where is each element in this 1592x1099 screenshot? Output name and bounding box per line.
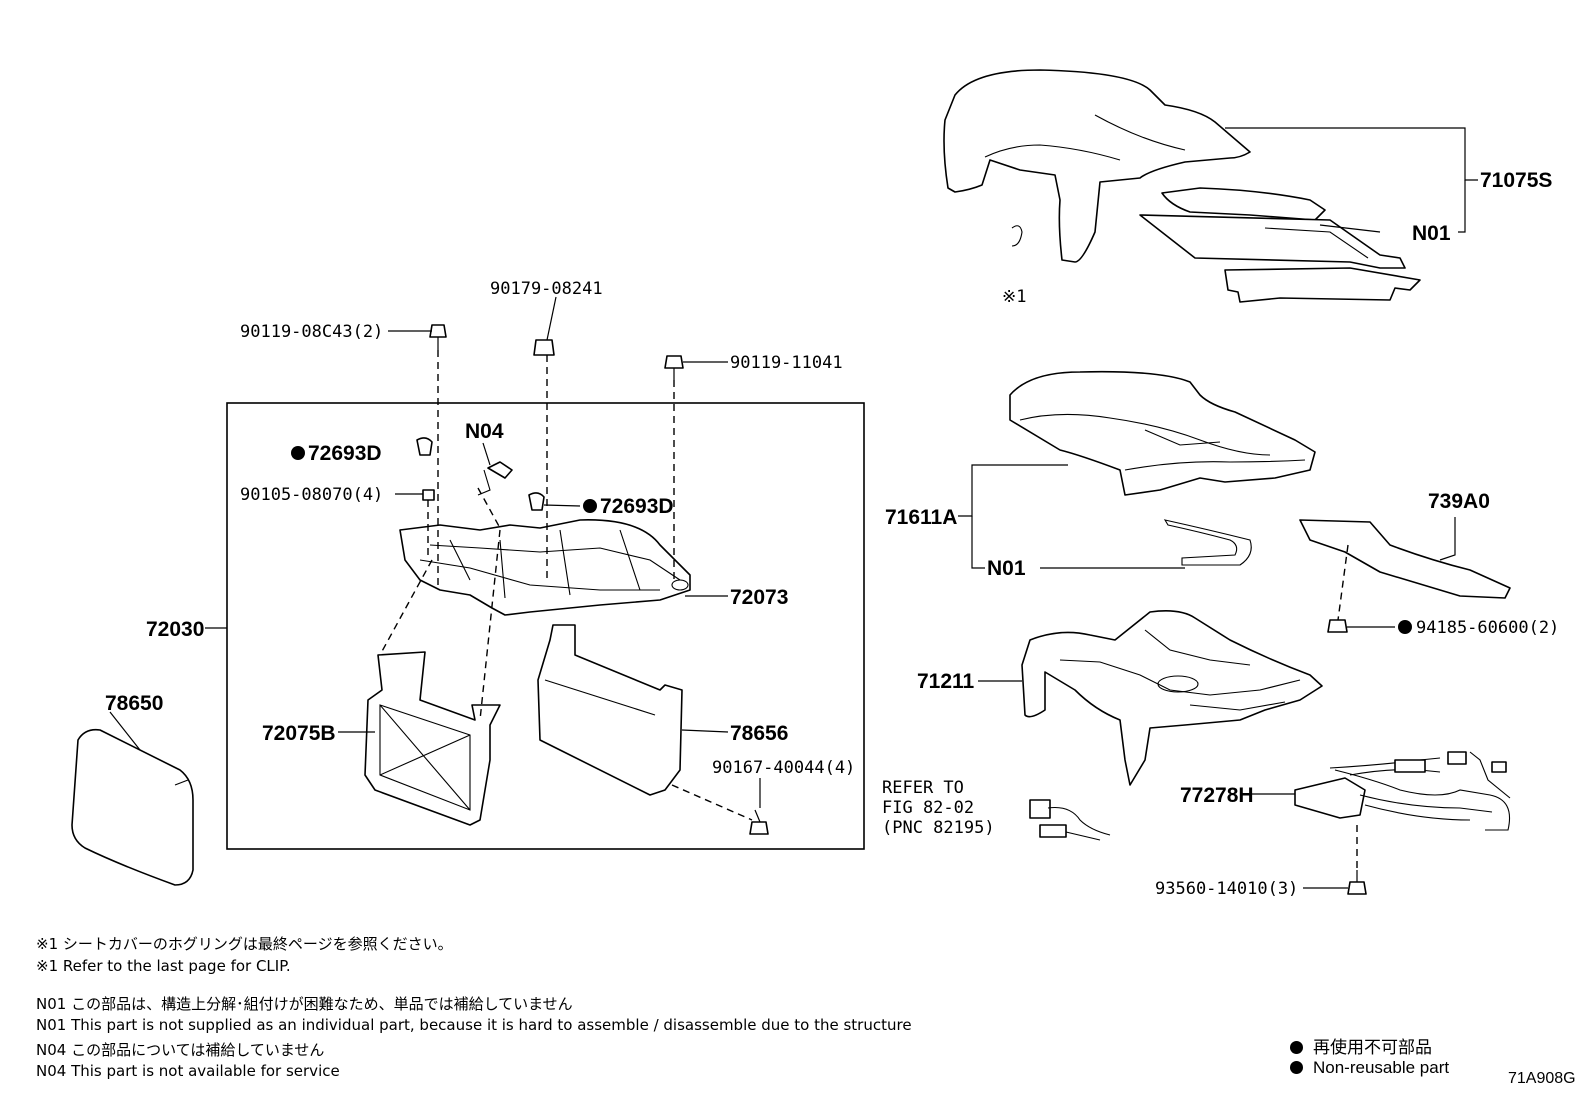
label-N04: N04 bbox=[465, 420, 504, 443]
cover-78656-drawing bbox=[537, 624, 683, 796]
fasteners bbox=[416, 324, 1367, 895]
label-71611A[interactable]: 71611A bbox=[885, 506, 957, 529]
sub-harness-drawing bbox=[1029, 799, 1111, 841]
non-reusable-dot bbox=[1398, 620, 1412, 634]
label-739A0[interactable]: 739A0 bbox=[1428, 490, 1490, 513]
label-72693D-b[interactable]: 72693D bbox=[600, 495, 674, 518]
label-90167-40044[interactable]: 90167-40044(4) bbox=[712, 758, 855, 778]
label-N01-cover: N01 bbox=[1412, 222, 1451, 245]
label-72073[interactable]: 72073 bbox=[730, 586, 788, 609]
legend-en: Non-reusable part bbox=[1290, 1058, 1449, 1078]
label-72075B[interactable]: 72075B bbox=[262, 722, 336, 745]
part-labels: 71075S N01 ※1 90179-08241 90119-08C43(2)… bbox=[105, 169, 1559, 899]
label-refer-2[interactable]: FIG 82-02 bbox=[882, 798, 974, 818]
non-reusable-dot-icon bbox=[1290, 1061, 1303, 1074]
label-94185-60600[interactable]: 94185-60600(2) bbox=[1416, 618, 1559, 638]
label-72030[interactable]: 72030 bbox=[146, 618, 204, 641]
legend-jp-text: 再使用不可部品 bbox=[1313, 1038, 1432, 1057]
figure-code: 71A908G bbox=[1508, 1070, 1576, 1087]
installation-lines bbox=[379, 350, 1358, 870]
non-reusable-dot bbox=[583, 499, 597, 513]
label-clip: ※1 bbox=[1002, 287, 1026, 307]
label-90105-08070[interactable]: 90105-08070(4) bbox=[240, 485, 383, 505]
note-n01-en: N01 This part is not supplied as an indi… bbox=[36, 1016, 912, 1034]
label-N01-cushion: N01 bbox=[987, 557, 1026, 580]
label-90179-08241[interactable]: 90179-08241 bbox=[490, 279, 603, 299]
label-78650[interactable]: 78650 bbox=[105, 692, 163, 715]
harness-drawing bbox=[1294, 751, 1511, 831]
seat-cover-drawing bbox=[943, 69, 1421, 303]
cushion-frame-drawing bbox=[1021, 610, 1323, 786]
note-n04-jp: N04 この部品については補給していません bbox=[36, 1041, 325, 1059]
note-n04-en: N04 This part is not available for servi… bbox=[36, 1062, 340, 1080]
non-reusable-dot bbox=[291, 446, 305, 460]
adjuster-frame-drawing bbox=[399, 519, 691, 616]
note-n01-jp: N01 この部品は、構造上分解･組付けが困難なため、単品では補給していません bbox=[36, 995, 573, 1013]
label-90119-08C43[interactable]: 90119-08C43(2) bbox=[240, 322, 383, 342]
bracket-72075B-drawing bbox=[364, 651, 501, 826]
label-refer-1: REFER TO bbox=[882, 778, 964, 798]
label-71075S[interactable]: 71075S bbox=[1480, 169, 1552, 192]
label-93560-14010[interactable]: 93560-14010(3) bbox=[1155, 879, 1298, 899]
note-clip-en: ※1 Refer to the last page for CLIP. bbox=[36, 957, 291, 975]
legend-jp: 再使用不可部品 bbox=[1290, 1033, 1432, 1058]
label-72693D-a[interactable]: 72693D bbox=[308, 442, 382, 465]
label-71211[interactable]: 71211 bbox=[917, 670, 975, 693]
non-reusable-dot-icon bbox=[1290, 1041, 1303, 1054]
label-refer-3: (PNC 82195) bbox=[882, 818, 995, 838]
legend-en-text: Non-reusable part bbox=[1313, 1058, 1450, 1077]
cushion-pad-drawing bbox=[1009, 370, 1511, 599]
label-77278H[interactable]: 77278H bbox=[1180, 784, 1254, 807]
cover-78650-drawing bbox=[71, 728, 194, 886]
label-78656[interactable]: 78656 bbox=[730, 722, 788, 745]
label-90119-11041[interactable]: 90119-11041 bbox=[730, 353, 843, 373]
assembly-box-72030 bbox=[226, 402, 865, 850]
leader-lines bbox=[109, 127, 1478, 889]
note-clip-jp: ※1 シートカバーのホグリングは最終ページを参照ください。 bbox=[36, 935, 453, 953]
